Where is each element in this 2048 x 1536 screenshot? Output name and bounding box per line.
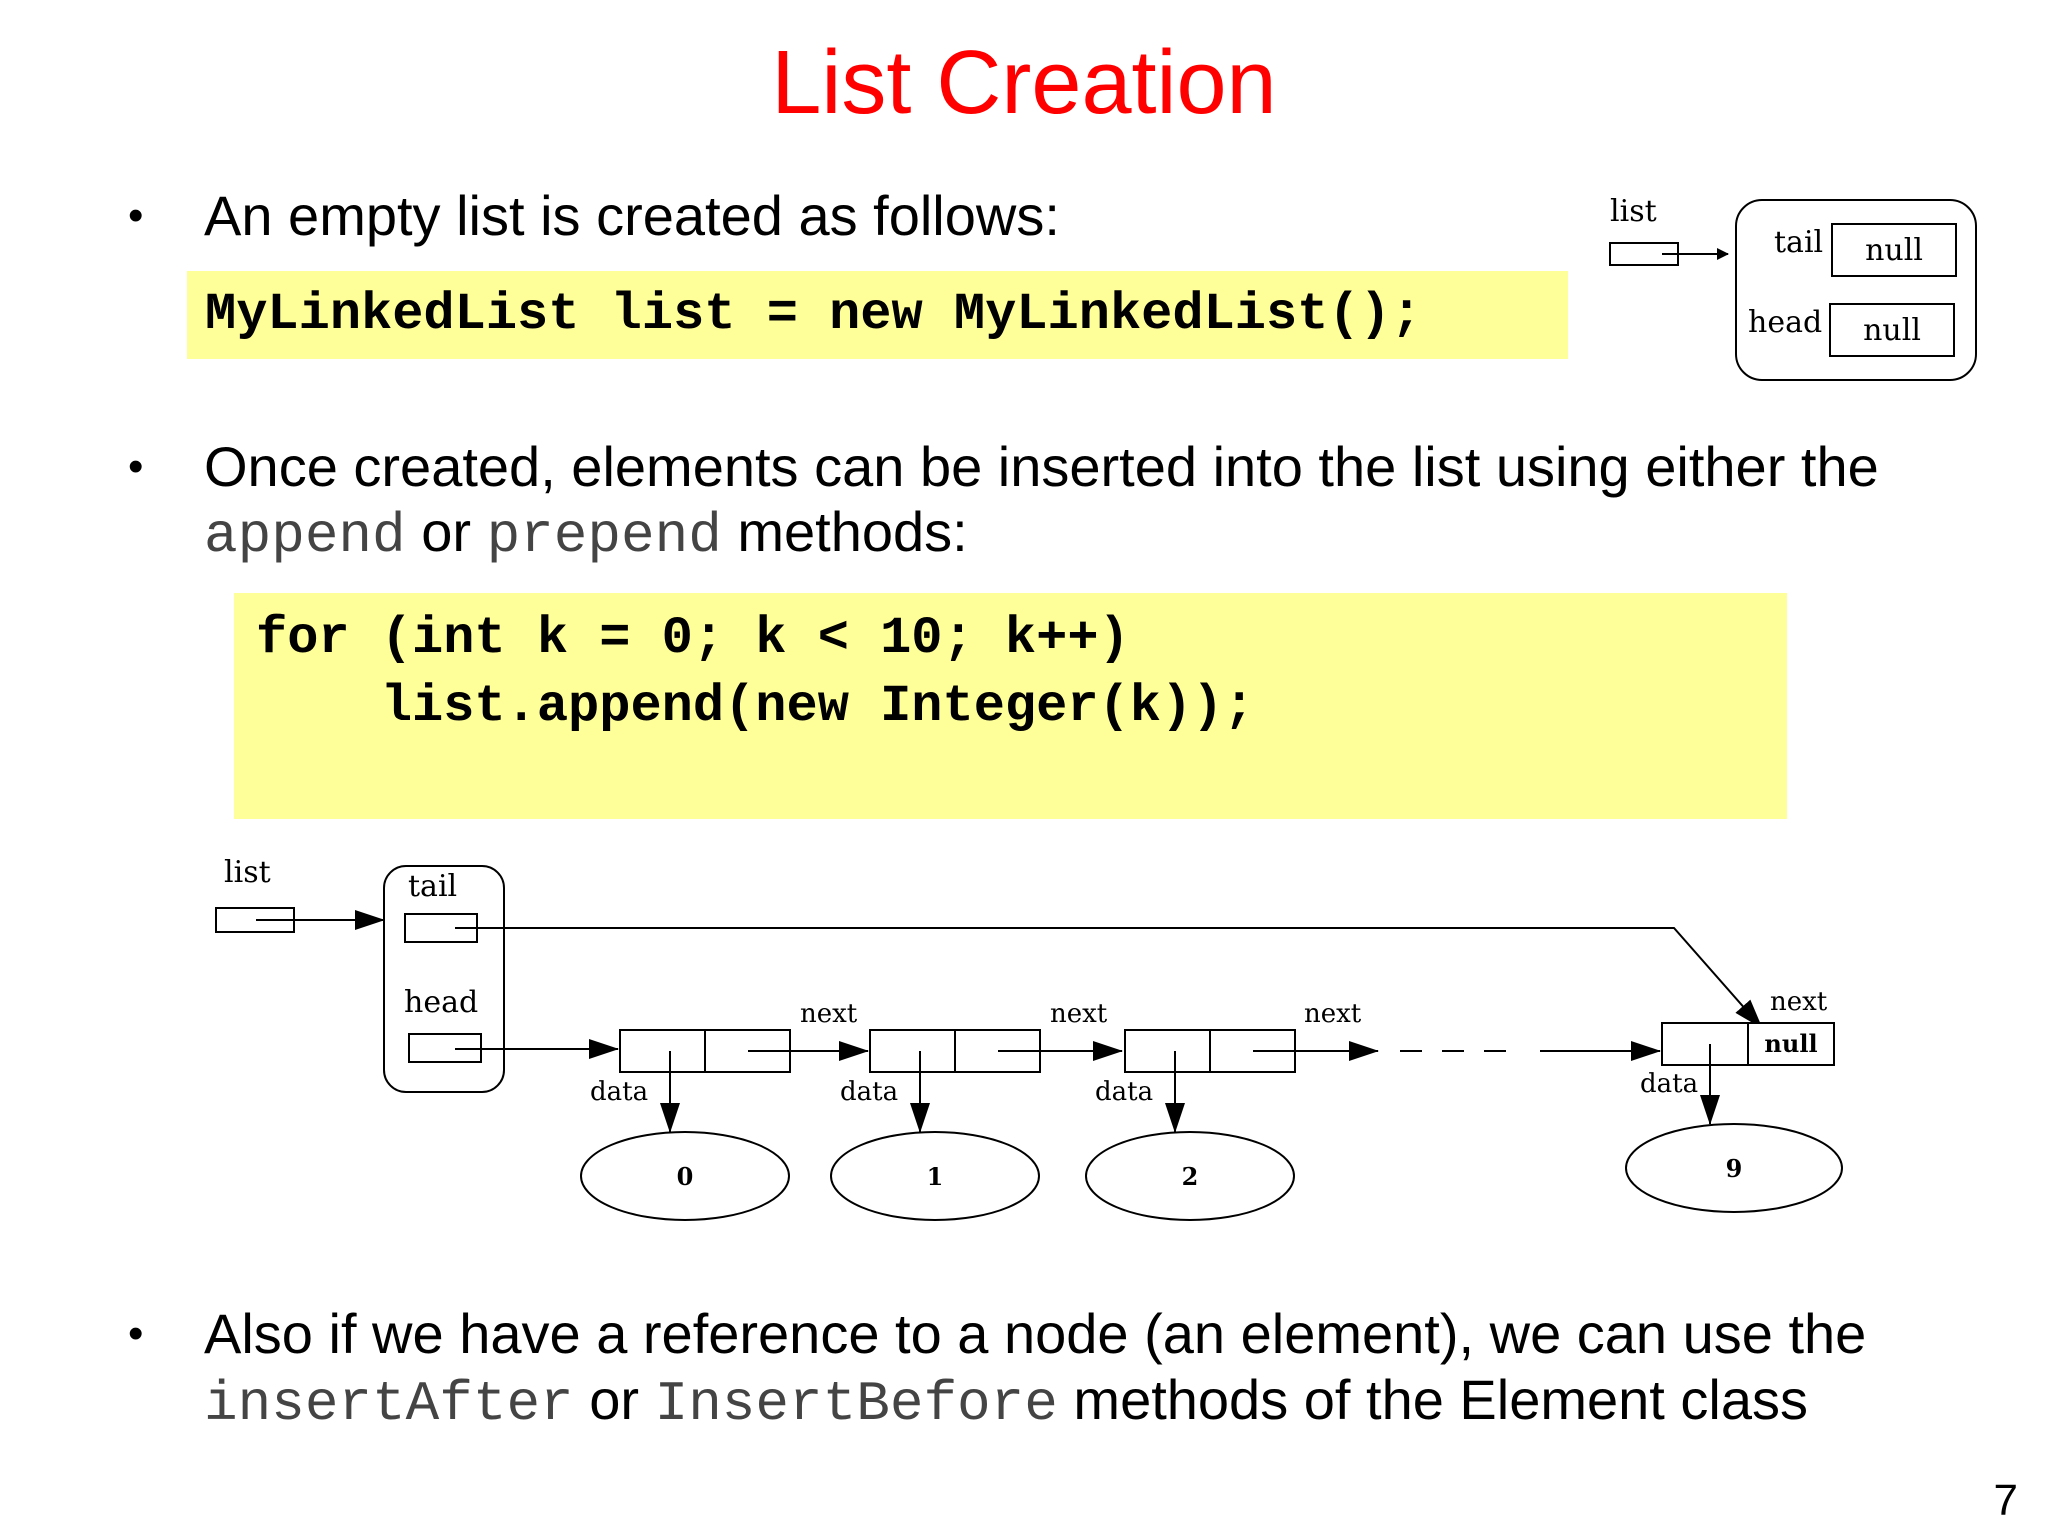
inline-code-prepend: prepend xyxy=(486,504,722,568)
bullet-2-connector: or xyxy=(405,500,487,563)
tail-label: tail xyxy=(408,869,457,904)
small-head-value: null xyxy=(1863,313,1921,348)
value-1: 1 xyxy=(927,1162,944,1191)
bullet-marker: • xyxy=(128,1309,144,1358)
data-label: data xyxy=(1095,1077,1153,1107)
value-1-ellipse xyxy=(830,1131,1040,1221)
bullet-marker: • xyxy=(128,442,144,491)
next-label: next xyxy=(800,999,858,1029)
code-block-create: MyLinkedList list = new MyLinkedList(); xyxy=(187,271,1568,359)
bullet-3-line-2: insertAfter or InsertBefore methods of t… xyxy=(204,1368,1808,1436)
inline-code-append: append xyxy=(204,504,406,568)
value-0: 0 xyxy=(677,1162,694,1191)
code-block-loop: for (int k = 0; k < 10; k++) list.append… xyxy=(234,593,1787,819)
tail-arrow xyxy=(455,927,1763,1029)
bullet-2-ending: methods: xyxy=(721,500,968,563)
bullet-1-text: An empty list is created as follows: xyxy=(204,184,1060,247)
head-label: head xyxy=(404,985,478,1020)
small-tail-label: tail xyxy=(1774,225,1823,260)
bullet-3-connector: or xyxy=(573,1368,655,1431)
value-9-ellipse xyxy=(1625,1123,1843,1213)
bullet-3-ending: methods of the Element class xyxy=(1057,1368,1809,1431)
data-label: data xyxy=(840,1077,898,1107)
value-9: 9 xyxy=(1726,1154,1743,1183)
next-label: next xyxy=(1050,999,1108,1029)
null-label: null xyxy=(1764,1029,1817,1058)
inline-code-insertafter: insertAfter xyxy=(204,1372,574,1436)
code-line-loop-header: for (int k = 0; k < 10; k++) xyxy=(256,609,1130,668)
small-head-field xyxy=(1829,303,1955,357)
bullet-2-line-2: append or prepend methods: xyxy=(204,500,968,568)
linked-list-diagram: list tail head next data 0 next data 1 n… xyxy=(215,855,1843,1221)
data-label: data xyxy=(1640,1069,1698,1099)
data-label: data xyxy=(590,1077,648,1107)
page-number: 7 xyxy=(1993,1476,2018,1525)
next-label: next xyxy=(1304,999,1362,1029)
small-list-label: list xyxy=(1610,194,1657,229)
list-label: list xyxy=(224,855,271,890)
inline-code-insertbefore: InsertBefore xyxy=(654,1372,1058,1436)
value-0-ellipse xyxy=(580,1131,790,1221)
code-line-create: MyLinkedList list = new MyLinkedList(); xyxy=(205,285,1422,344)
small-tail-value: null xyxy=(1865,233,1923,268)
empty-list-diagram: list tail null head null xyxy=(1609,194,1977,381)
bullet-3-line-1: Also if we have a reference to a node (a… xyxy=(204,1302,1867,1365)
code-line-loop-body: list.append(new Integer(k)); xyxy=(256,677,1255,736)
small-head-label: head xyxy=(1748,305,1822,340)
value-2-ellipse xyxy=(1085,1131,1295,1221)
small-tail-field xyxy=(1831,223,1957,277)
next-label: next xyxy=(1770,987,1828,1017)
slide-title: List Creation xyxy=(771,33,1277,133)
bullet-2-line-1: Once created, elements can be inserted i… xyxy=(204,435,1879,498)
value-2: 2 xyxy=(1182,1162,1199,1191)
bullet-marker: • xyxy=(128,191,144,240)
